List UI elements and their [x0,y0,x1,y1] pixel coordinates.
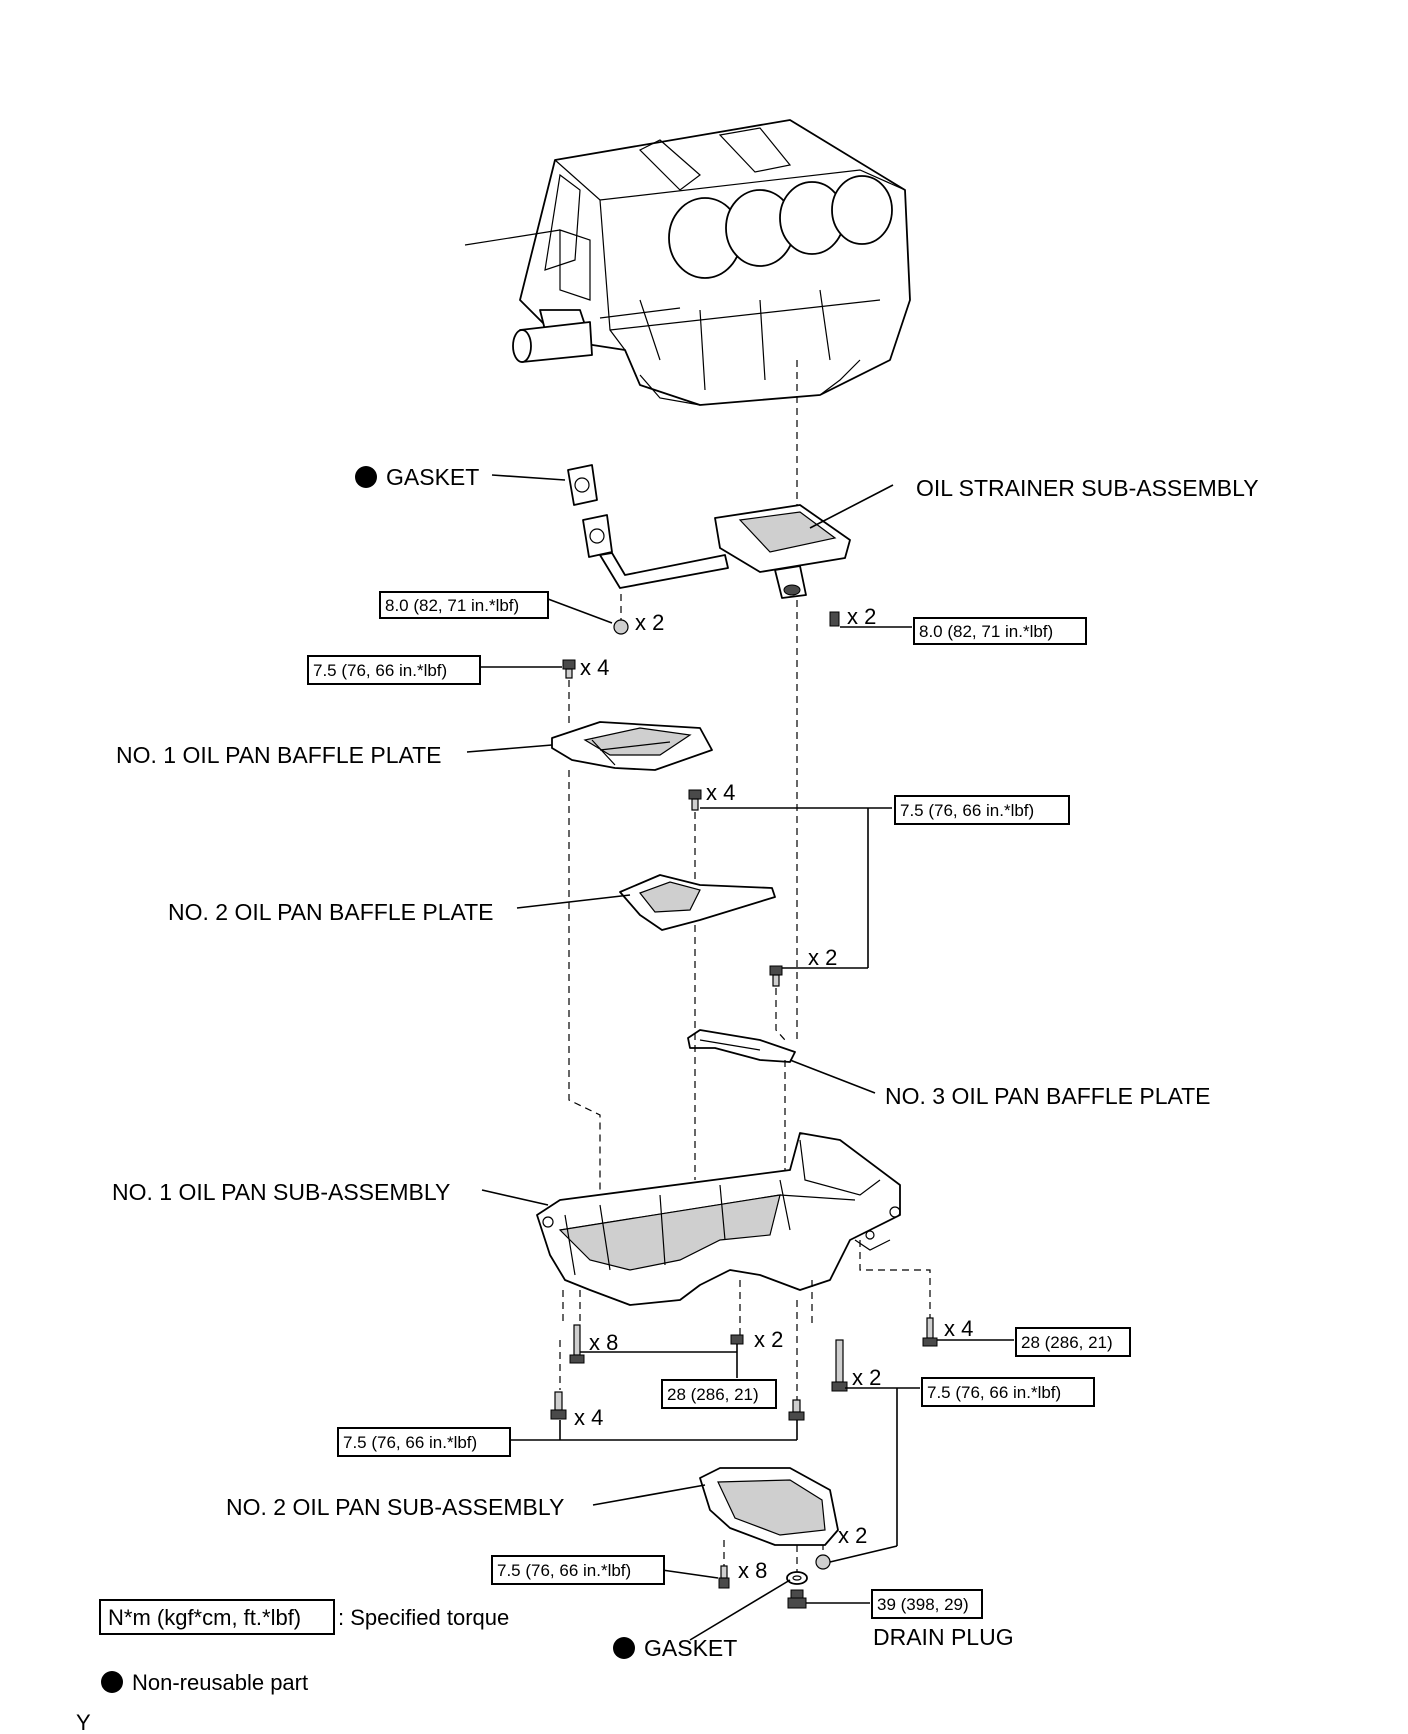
torque-box-6: 28 (286, 21) [661,1379,777,1409]
svg-text:7.5 (76, 66 in.*lbf): 7.5 (76, 66 in.*lbf) [343,1433,477,1452]
label-oil-strainer: OIL STRAINER SUB-ASSEMBLY [916,475,1259,501]
bolt-pan1-x4-right [922,1317,938,1347]
svg-text:7.5 (76, 66 in.*lbf): 7.5 (76, 66 in.*lbf) [900,801,1034,820]
oil-pan-1-illustration [536,1132,901,1306]
qty-pan1-bolt-x4: x 4 [944,1316,973,1341]
stud-pan1-x2 [831,1339,848,1392]
svg-text:Non-reusable part: Non-reusable part [132,1670,308,1695]
bolt-pan2-single [788,1399,805,1421]
drain-plug-illustration [787,1589,807,1609]
qty-strainer-bolt: x 2 [847,604,876,629]
label-baffle-plate-2: NO. 2 OIL PAN BAFFLE PLATE [168,899,494,925]
baffle-plate-2-illustration [619,874,776,931]
qty-pan2-nut-x2: x 2 [838,1523,867,1548]
qty-pan1-stud-x2: x 2 [852,1365,881,1390]
qty-pan2-bolt-x8: x 8 [738,1558,767,1583]
bolt-baffle3 [769,965,783,987]
qty-strainer-nut: x 2 [635,610,664,635]
legend-nonreusable: Non-reusable part [101,1670,308,1695]
bolt-strainer-right [829,611,840,627]
svg-text:: Specified torque: : Specified torque [338,1605,509,1630]
nonreusable-mark-top [355,466,377,488]
torque-box-7: 7.5 (76, 66 in.*lbf) [921,1377,1095,1407]
nut-pan1-x2 [730,1334,744,1345]
label-baffle-plate-3: NO. 3 OIL PAN BAFFLE PLATE [885,1083,1211,1109]
torque-box-10: 39 (398, 29) [871,1589,983,1619]
svg-text:7.5 (76, 66 in.*lbf): 7.5 (76, 66 in.*lbf) [927,1383,1061,1402]
qty-baffle1-bolt: x 4 [580,655,609,680]
torque-box-9: 7.5 (76, 66 in.*lbf) [491,1555,665,1585]
label-oil-pan-1: NO. 1 OIL PAN SUB-ASSEMBLY [112,1179,450,1205]
bolt-baffle2 [688,789,702,811]
torque-box-4: 7.5 (76, 66 in.*lbf) [894,795,1070,825]
label-gasket-top: GASKET [386,464,479,490]
torque-box-8: 7.5 (76, 66 in.*lbf) [337,1427,511,1457]
torque-box-5: 28 (286, 21) [1015,1327,1131,1357]
svg-text:8.0 (82, 71 in.*lbf): 8.0 (82, 71 in.*lbf) [385,596,519,615]
baffle-plate-3-illustration [687,1029,796,1063]
nut-pan2-x2 [815,1554,831,1570]
svg-text:28 (286, 21): 28 (286, 21) [667,1385,759,1404]
svg-text:8.0 (82, 71 in.*lbf): 8.0 (82, 71 in.*lbf) [919,622,1053,641]
torque-box-1: 8.0 (82, 71 in.*lbf) [379,591,549,619]
qty-baffle3-bolt: x 2 [808,945,837,970]
leader-lines [466,474,1014,1641]
drain-gasket-illustration [786,1571,808,1585]
label-oil-pan-2: NO. 2 OIL PAN SUB-ASSEMBLY [226,1494,564,1520]
qty-pan1-nut-x2: x 2 [754,1327,783,1352]
svg-text:28 (286, 21): 28 (286, 21) [1021,1333,1113,1352]
bolt-pan1-x8 [569,1324,585,1364]
engine-block-illustration [464,119,911,406]
qty-pan2-bolt-x4: x 4 [574,1405,603,1430]
qty-baffle2-bolt: x 4 [706,780,735,805]
svg-text:39 (398, 29): 39 (398, 29) [877,1595,969,1614]
bolt-pan2-x4 [550,1391,567,1420]
torque-box-2: 8.0 (82, 71 in.*lbf) [913,617,1087,645]
legend-torque: N*m (kgf*cm, ft.*lbf) : Specified torque [99,1599,509,1635]
bolt-baffle1 [562,659,576,679]
torque-box-3: 7.5 (76, 66 in.*lbf) [307,655,481,685]
label-gasket-bottom: GASKET [644,1635,737,1661]
nonreusable-mark-bottom [613,1637,635,1659]
corner-mark: Y [76,1710,91,1734]
svg-text:7.5 (76, 66 in.*lbf): 7.5 (76, 66 in.*lbf) [497,1561,631,1580]
bolt-strainer-left [613,619,629,635]
oil-pan-2-illustration [699,1467,839,1546]
svg-text:7.5 (76, 66 in.*lbf): 7.5 (76, 66 in.*lbf) [313,661,447,680]
oil-strainer-illustration [567,464,851,599]
bolt-pan2-x8 [718,1565,730,1589]
qty-pan1-bolt-x8: x 8 [589,1330,618,1355]
label-drain-plug: DRAIN PLUG [873,1624,1014,1650]
label-baffle-plate-1: NO. 1 OIL PAN BAFFLE PLATE [116,742,442,768]
baffle-plate-1-illustration [551,721,713,771]
svg-text:N*m (kgf*cm, ft.*lbf): N*m (kgf*cm, ft.*lbf) [108,1605,301,1630]
